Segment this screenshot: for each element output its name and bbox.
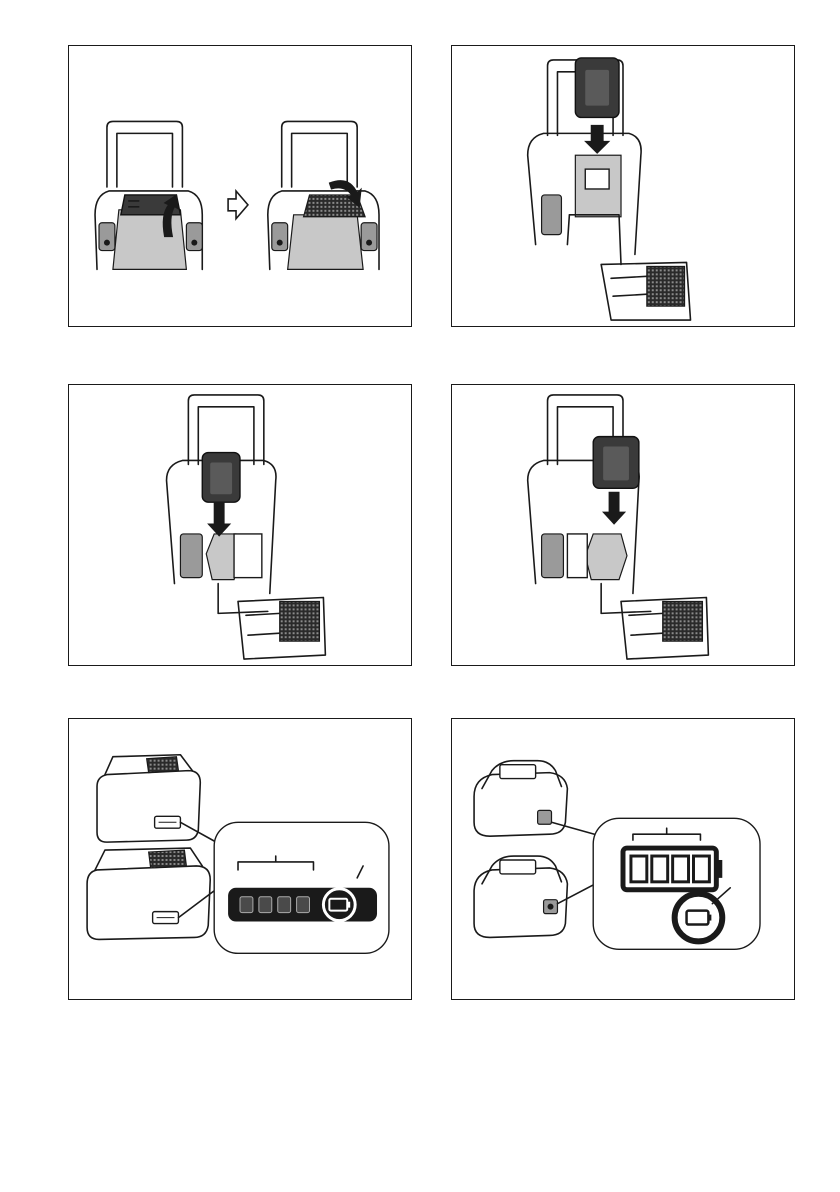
arrow-right-icon bbox=[228, 191, 248, 219]
battery-pack-top bbox=[97, 755, 200, 842]
indicator-lamp bbox=[297, 897, 310, 913]
arrow-down-icon bbox=[585, 125, 609, 153]
insert-battery-1-illustration bbox=[452, 46, 794, 326]
battery-indicator-b-illustration bbox=[452, 719, 794, 999]
battery-indicator-a-illustration bbox=[69, 719, 411, 999]
insert-battery-2-illustration bbox=[69, 385, 411, 665]
indicator-lamp bbox=[278, 897, 291, 913]
figure-insert-battery-3 bbox=[451, 384, 795, 666]
figure-battery-indicator-a bbox=[68, 718, 412, 1000]
battery-pack-top bbox=[474, 761, 567, 836]
indicator-lamp bbox=[631, 856, 647, 882]
open-cover-illustration bbox=[69, 46, 411, 326]
insert-battery-3-illustration bbox=[452, 385, 794, 665]
battery-pack-bottom bbox=[474, 856, 567, 937]
arrow-down-icon bbox=[603, 492, 625, 524]
indicator-lamp bbox=[673, 856, 689, 882]
indicator-lamp bbox=[693, 856, 709, 882]
indicator-callout bbox=[214, 822, 389, 953]
arrow-down-icon bbox=[208, 502, 230, 536]
battery-pack-bottom bbox=[87, 848, 210, 939]
radio-open-compartment bbox=[167, 395, 326, 659]
indicator-lamp bbox=[259, 897, 272, 913]
figure-battery-indicator-b bbox=[451, 718, 795, 1000]
radio-open-compartment bbox=[528, 395, 709, 659]
figure-open-cover bbox=[68, 45, 412, 327]
indicator-lamp bbox=[652, 856, 668, 882]
radio-opened-cover bbox=[268, 121, 379, 269]
radio-closed-cover bbox=[95, 121, 202, 269]
figure-insert-battery-1 bbox=[451, 45, 795, 327]
figure-insert-battery-2 bbox=[68, 384, 412, 666]
indicator-callout bbox=[593, 818, 760, 949]
indicator-lamp bbox=[240, 897, 253, 913]
